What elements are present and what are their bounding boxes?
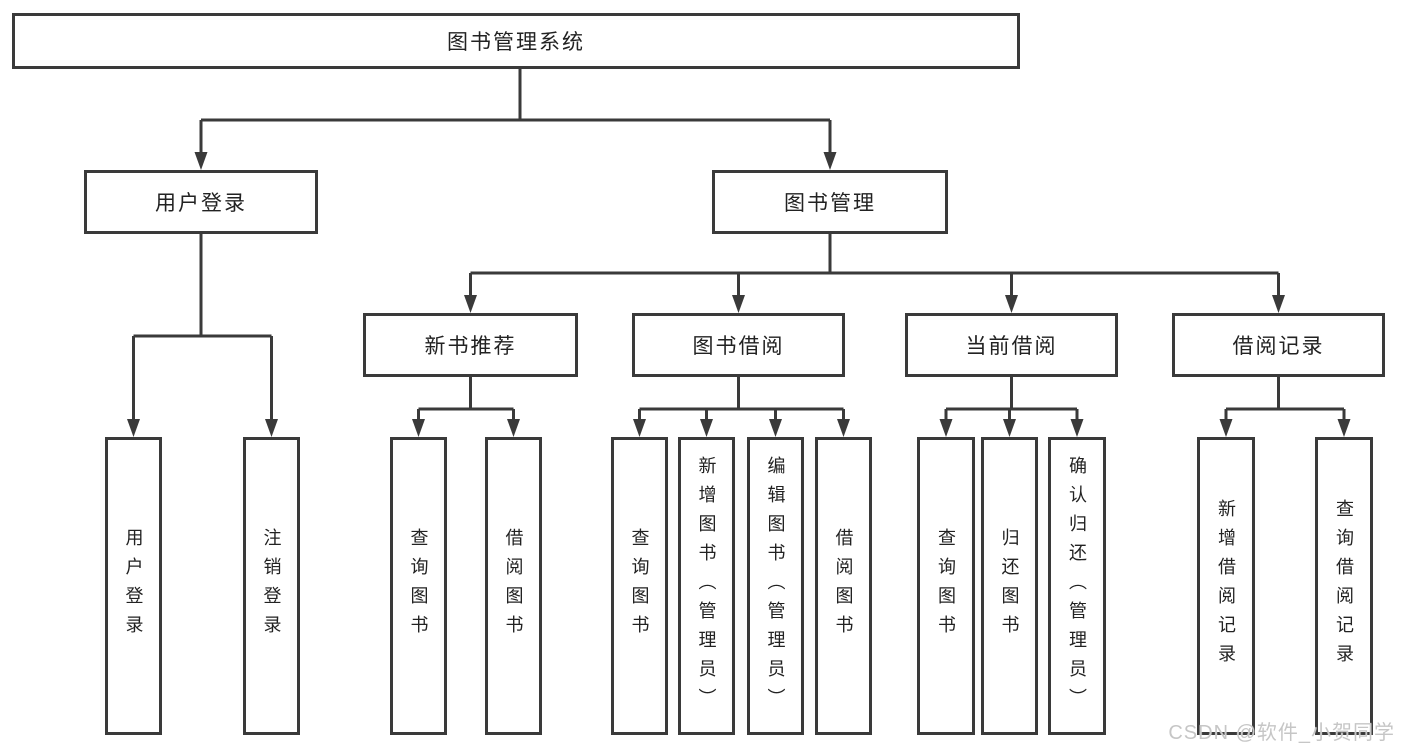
leaf-add-book-admin: 新增图书（管理员） [678, 437, 735, 735]
leaf-query-books-recommend-label: 查询图书 [408, 528, 429, 644]
leaf-edit-book-admin-label: 编辑图书（管理员） [765, 455, 786, 717]
watermark-text: CSDN @软件_小贺同学 [1168, 722, 1395, 744]
leaf-query-borrow-record-label: 查询借阅记录 [1334, 499, 1354, 673]
leaf-add-book-admin-label: 新增图书（管理员） [696, 455, 717, 717]
leaf-confirm-return-admin: 确认归还（管理员） [1048, 437, 1106, 735]
leaf-edit-book-admin: 编辑图书（管理员） [747, 437, 804, 735]
leaf-query-books-current: 查询图书 [917, 437, 975, 735]
leaf-return-books: 归还图书 [981, 437, 1038, 735]
leaf-query-books-borrow: 查询图书 [611, 437, 668, 735]
leaf-query-books-borrow-label: 查询图书 [629, 528, 650, 644]
leaf-confirm-return-admin-label: 确认归还（管理员） [1067, 455, 1087, 717]
leaf-logout-label: 注销登录 [261, 528, 282, 644]
leaf-query-borrow-record: 查询借阅记录 [1315, 437, 1373, 735]
leaf-user-login-label: 用户登录 [123, 528, 144, 644]
leaf-borrow-books-label: 借阅图书 [833, 528, 854, 644]
node-borrow-records: 借阅记录 [1172, 313, 1385, 377]
node-new-book-recommend: 新书推荐 [363, 313, 578, 377]
leaf-borrow-books-recommend: 借阅图书 [485, 437, 542, 735]
leaf-return-books-label: 归还图书 [999, 528, 1020, 644]
leaf-query-books-recommend: 查询图书 [390, 437, 447, 735]
leaf-query-books-current-label: 查询图书 [936, 528, 956, 644]
leaf-add-borrow-record: 新增借阅记录 [1197, 437, 1255, 735]
node-book-borrow: 图书借阅 [632, 313, 845, 377]
leaf-borrow-books: 借阅图书 [815, 437, 872, 735]
node-book-management: 图书管理 [712, 170, 948, 234]
leaf-logout: 注销登录 [243, 437, 300, 735]
arrowhead-icons [127, 152, 1351, 437]
leaf-user-login: 用户登录 [105, 437, 162, 735]
leaf-add-borrow-record-label: 新增借阅记录 [1216, 499, 1236, 673]
leaf-borrow-books-recommend-label: 借阅图书 [503, 528, 524, 644]
node-root: 图书管理系统 [12, 13, 1020, 69]
node-user-login: 用户登录 [84, 170, 318, 234]
node-current-borrow: 当前借阅 [905, 313, 1118, 377]
